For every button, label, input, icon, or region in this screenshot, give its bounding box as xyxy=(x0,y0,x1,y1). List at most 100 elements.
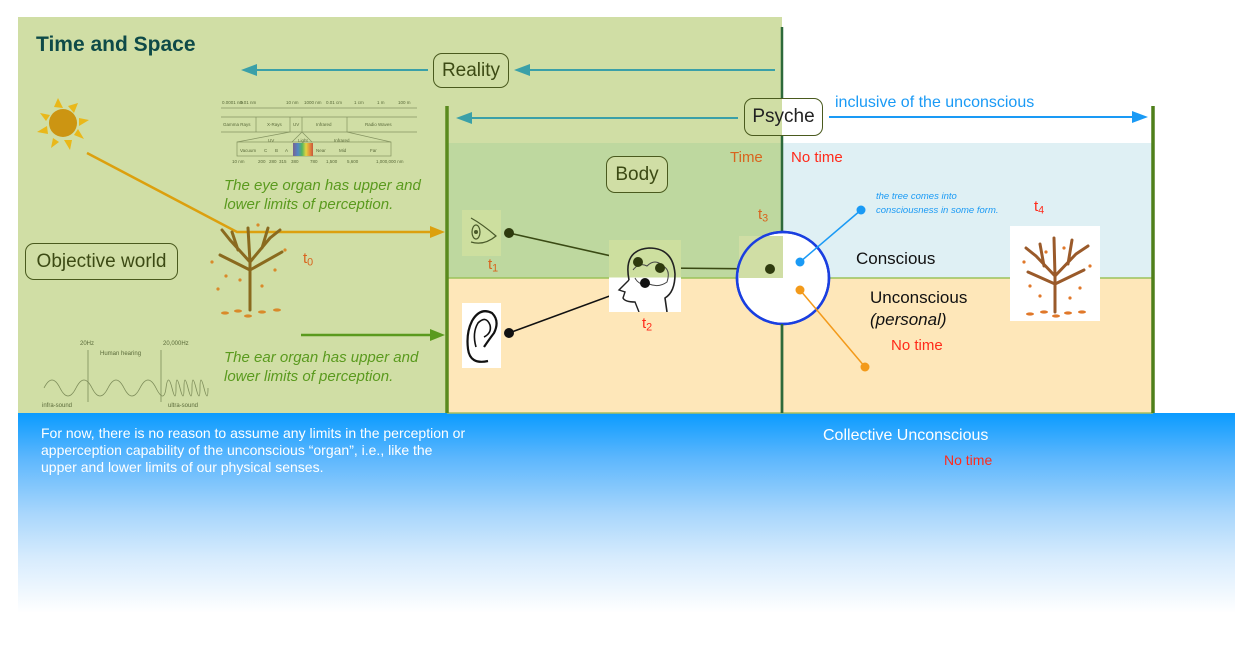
spectrum-bottom-tick: 5,600 xyxy=(347,159,359,164)
time-label: Time xyxy=(730,149,763,166)
spectrum-tick: 0.01 nm xyxy=(240,100,257,105)
spectrum-band: Gamma Rays xyxy=(223,122,251,127)
page-title: Time and Space xyxy=(36,33,196,56)
psyche-entry-dot xyxy=(765,264,775,274)
reality-box: Reality xyxy=(433,53,509,88)
no-time-label-top: No time xyxy=(791,149,843,166)
unconscious-pointer-line xyxy=(799,289,866,368)
footer-note-line3: upper and lower limits of our physical s… xyxy=(41,459,324,475)
hearing-high-freq: 20,000Hz xyxy=(163,341,189,347)
conscious-pointer-line xyxy=(799,209,862,263)
no-time-unconscious-label: No time xyxy=(891,337,943,354)
spectrum-bottom-tick: 780 xyxy=(310,159,318,164)
spectrum-subband: B xyxy=(275,148,279,153)
conscious-pointer-end-dot xyxy=(856,205,866,215)
body-box: Body xyxy=(606,156,668,193)
no-time-collective-label: No time xyxy=(944,452,993,468)
spectrum-band: Radio Waves xyxy=(365,122,392,127)
tree-note-line2: consciousness in some form. xyxy=(876,205,999,216)
footer-note-line1: For now, there is no reason to assume an… xyxy=(41,425,466,441)
spectrum-tick: 0.0001 nm xyxy=(222,100,244,105)
brain-head-icon xyxy=(609,240,681,313)
spectrum-bottom-tick: 280 xyxy=(269,159,277,164)
spectrum-band: UV xyxy=(293,122,300,127)
spectrum-bottom-tick: 200 xyxy=(258,159,266,164)
eye-perception-arrow-head xyxy=(430,226,445,238)
time-marker-base: t xyxy=(758,206,763,223)
spectrum-tick: 0.01 cm xyxy=(326,100,343,105)
tree-conscious-icon xyxy=(1010,226,1100,321)
spectrum-tick: 1000 nm xyxy=(304,100,322,105)
unconscious-pointer-dot xyxy=(795,285,805,295)
spectrum-subheader: Infrared xyxy=(334,138,350,143)
time-marker-base: t xyxy=(303,250,308,267)
time-marker-sub: 4 xyxy=(1038,204,1045,217)
unconscious-label: Unconscious xyxy=(870,288,968,307)
hearing-wave-chart xyxy=(43,350,209,402)
time-marker-t1: t1 xyxy=(488,256,498,275)
time-marker-t2: t2 xyxy=(642,315,652,334)
conscious-pointer-dot xyxy=(795,257,805,267)
psyche-note: inclusive of the unconscious xyxy=(835,94,1035,111)
collective-unconscious-region xyxy=(18,413,1235,613)
sun-icon xyxy=(37,98,89,150)
ear-note-line2: lower limits of perception. xyxy=(224,368,394,385)
reality-arrow-right-head xyxy=(514,64,530,76)
spectrum-subheader: Light xyxy=(298,138,308,143)
time-marker-base: t xyxy=(1034,198,1039,215)
time-marker-t0: t0 xyxy=(303,250,313,269)
spectrum-subband: Far xyxy=(370,148,377,153)
psyche-arrow-left-head xyxy=(456,112,472,124)
time-marker-t3: t3 xyxy=(758,206,768,225)
hearing-ultra-label: ultra-sound xyxy=(168,403,199,409)
spectrum-bottom-tick: 380 xyxy=(291,159,299,164)
spectrum-subband: Near xyxy=(316,148,326,153)
hearing-low-freq: 20Hz xyxy=(80,341,95,347)
spectrum-subband: Mid xyxy=(339,148,347,153)
time-marker-sub: 3 xyxy=(762,212,769,225)
psyche-circle-body-quadrant xyxy=(739,236,783,278)
personal-label: (personal) xyxy=(870,310,947,329)
spectrum-bottom-tick: 10 nm xyxy=(232,159,245,164)
unconscious-pointer-end-dot xyxy=(860,362,870,372)
spectrum-bottom-tick: 315 xyxy=(279,159,287,164)
spectrum-bottom-tick: 1,500 xyxy=(326,159,338,164)
spectrum-bottom-tick: 1,000,000 nm xyxy=(376,159,404,164)
ear-perception-arrow-head xyxy=(430,329,445,341)
time-marker-sub: 0 xyxy=(307,256,314,269)
time-marker-base: t xyxy=(488,256,493,273)
spectrum-subband: C xyxy=(264,148,268,153)
time-marker-t4: t4 xyxy=(1034,198,1044,217)
spectrum-tick: 1 cm xyxy=(354,100,364,105)
time-marker-sub: 1 xyxy=(492,262,499,275)
psyche-arrow-right-head xyxy=(1132,111,1148,123)
eye-perception-arrow xyxy=(86,151,432,234)
footer-note-line2: apperception capability of the unconscio… xyxy=(41,442,433,458)
ear-icon xyxy=(462,303,501,368)
spectrum-band: X-Rays xyxy=(267,122,282,127)
tree-objective-icon xyxy=(210,223,287,318)
brain-dot-eye xyxy=(633,257,643,267)
reality-arrow-left-head xyxy=(241,64,257,76)
tree-note-line1: the tree comes into xyxy=(876,191,957,202)
eye-dot xyxy=(504,228,514,238)
eye-note-line1: The eye organ has upper and xyxy=(224,177,421,194)
spectrum-subheader: UV xyxy=(268,138,275,143)
eye-note-line2: lower limits of perception. xyxy=(224,196,394,213)
eye-icon xyxy=(462,210,501,256)
spectrum-subband: Vacuum xyxy=(240,148,257,153)
spectrum-tick: 10 nm xyxy=(286,100,299,105)
spectrum-tick: 1 m xyxy=(377,100,385,105)
psyche-box: Psyche xyxy=(744,98,823,136)
spectrum-band: Infrared xyxy=(316,122,332,127)
electromagnetic-spectrum-chart xyxy=(221,107,417,157)
hearing-range-label: Human hearing xyxy=(100,351,142,357)
collective-unconscious-label: Collective Unconscious xyxy=(823,427,989,444)
ear-dot xyxy=(504,328,514,338)
objective-world-box: Objective world xyxy=(25,243,178,280)
brain-dot-ear xyxy=(640,278,650,288)
spectrum-tick: 100 m xyxy=(398,100,411,105)
time-marker-sub: 2 xyxy=(646,321,653,334)
